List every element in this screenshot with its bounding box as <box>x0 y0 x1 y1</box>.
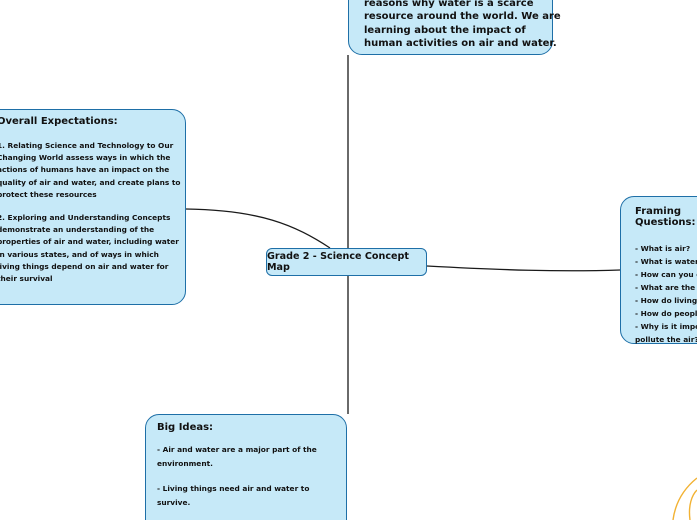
expectation-line: 1. Relating Science and Technology to Ou… <box>0 141 174 150</box>
framing-question: - What is water? <box>635 257 697 266</box>
big-idea-line: - Living things need air and water to <box>157 484 310 493</box>
expectation-line: living things depend on air and water fo… <box>0 261 169 271</box>
framing-question: - What are the s <box>635 283 697 292</box>
big-idea-line: survive. <box>157 498 191 507</box>
learning-goals-line: reasons why water is a scarce <box>364 0 534 9</box>
connector-framing <box>426 265 621 272</box>
learning-goals-line: resource around the world. We are <box>364 11 561 23</box>
expectation-line: 2. Exploring and Understanding Concepts <box>0 213 171 223</box>
overall-expectations-title: Overall Expectations: <box>0 116 118 127</box>
expectation-line: Changing World assess ways in which the <box>0 153 171 163</box>
framing-question: pollute the air? <box>635 335 697 344</box>
learning-goals-line: human activities on air and water. <box>364 38 557 50</box>
expectation-line: quality of air and water, and create pla… <box>0 177 181 187</box>
big-idea-line: - Air and water are a major part of the <box>157 445 317 454</box>
expectation-line: their survival <box>0 274 53 284</box>
decoration-squiggle <box>672 477 697 520</box>
expectation-line: in various states, and of ways in which <box>0 249 159 259</box>
framing-question: - How do living t <box>635 296 697 305</box>
framing-question: - How can you d <box>635 270 697 279</box>
overall-expectations-node[interactable]: Overall Expectations: 1. Relating Scienc… <box>0 109 186 305</box>
framing-questions-title: Framing Questions: <box>635 206 696 228</box>
expectation-line: actions of humans have an impact on the <box>0 165 170 175</box>
spacer <box>0 201 185 212</box>
root-topic[interactable]: Grade 2 - Science Concept Map <box>266 248 427 276</box>
big-idea-line: environment. <box>157 459 213 468</box>
framing-question: - Why is it impor <box>635 322 697 331</box>
expectation-line: demonstrate an understanding of the <box>0 225 155 235</box>
learning-goals-line: learning about the impact of <box>364 24 526 36</box>
spacer <box>157 471 346 482</box>
expectation-line: properties of air and water, including w… <box>0 237 179 247</box>
framing-question: - How do people <box>635 309 697 318</box>
big-ideas-node[interactable]: Big Ideas: - Air and water are a major p… <box>145 414 347 520</box>
framing-questions-node[interactable]: Framing Questions: - What is air? - What… <box>620 196 697 344</box>
big-ideas-title: Big Ideas: <box>157 422 214 433</box>
framing-question: - What is air? <box>635 244 691 253</box>
learning-goals-node[interactable]: reasons why water is a scarce resource a… <box>348 0 561 55</box>
connector-expectations <box>185 208 331 249</box>
root-topic-label: Grade 2 - Science Concept Map <box>267 251 409 273</box>
expectation-line: protect these resources <box>0 189 97 199</box>
